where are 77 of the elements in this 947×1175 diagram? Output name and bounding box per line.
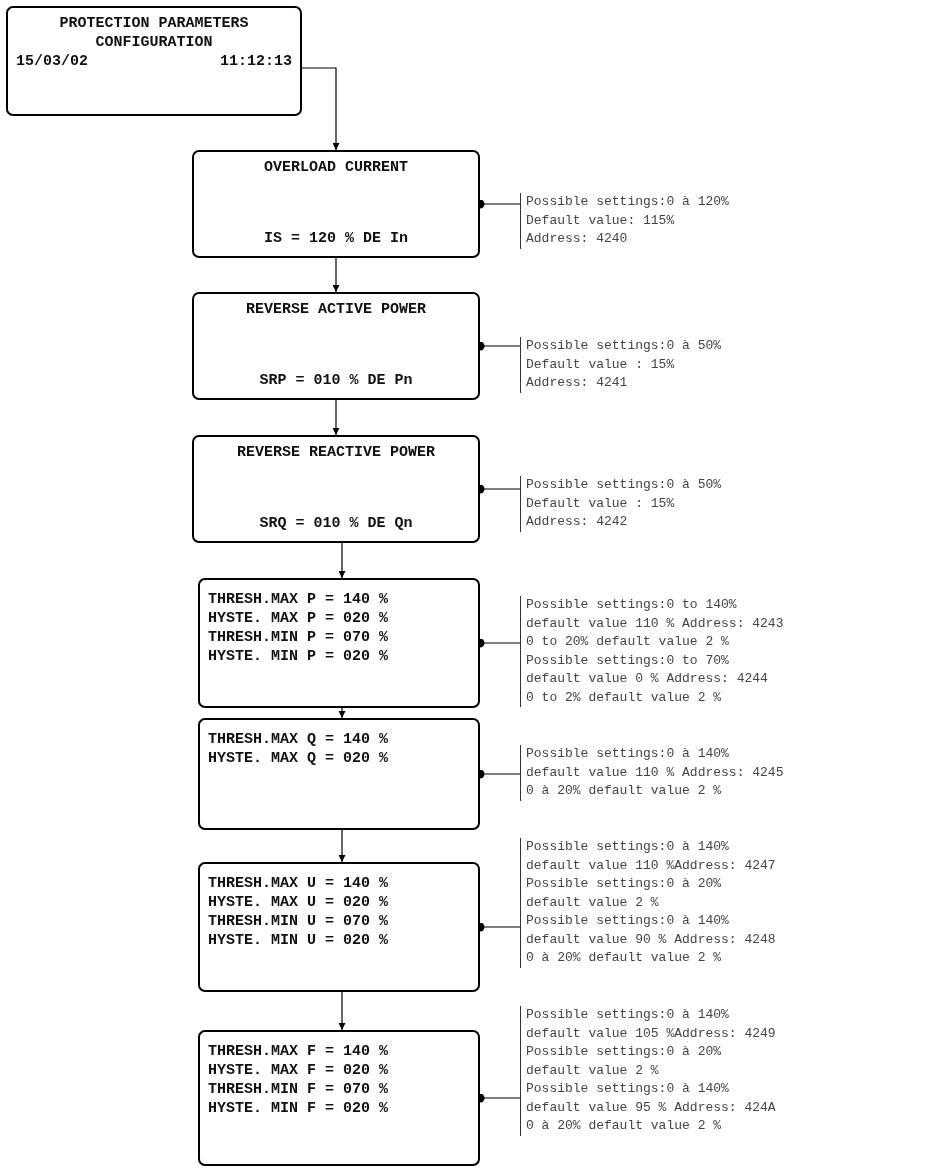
- annotation-text: Possible settings:0 à 140%: [526, 912, 730, 930]
- annotation-text: Address: 4242: [526, 513, 629, 531]
- arrow: [338, 829, 346, 863]
- annotation-text: Default value: 115%: [526, 211, 676, 230]
- annotation-text: Possible settings:0 à 140%: [526, 1080, 730, 1098]
- screen-text: REVERSE ACTIVE POWER: [245, 300, 427, 319]
- annotation-text: Possible settings:0 à 50%: [526, 337, 722, 355]
- annotation-text: Address: 4240: [526, 230, 629, 248]
- annotation-bracket: [520, 337, 722, 393]
- screen-text: HYSTE. MAX U = 020 %: [208, 893, 390, 912]
- annotation-text: Possible settings:0 à 140%: [526, 1006, 730, 1024]
- annotation-text: 0 à 20% default value 2 %: [526, 782, 723, 800]
- screen-text: IS = 120 % DE In: [263, 229, 409, 248]
- screen-text: HYSTE. MIN U = 020 %: [208, 931, 390, 950]
- annotation-bracket: [520, 596, 784, 707]
- screen-text: THRESH.MIN P = 070 %: [208, 628, 390, 647]
- annotation-text: Possible settings:0 à 140%: [526, 745, 730, 763]
- annotation-text: Possible settings:0 à 140%: [526, 838, 730, 856]
- annotation-text: default value 110 % Address: 4245: [526, 763, 784, 782]
- annotation-text: default value 2 %: [526, 1061, 660, 1080]
- screen-text: THRESH.MAX F = 140 %: [208, 1042, 390, 1061]
- annotation-bracket: [520, 476, 722, 532]
- annotation-text: Possible settings:0 à 20%: [526, 1043, 723, 1061]
- screen-text: OVERLOAD CURRENT: [263, 158, 409, 177]
- arrow: [338, 707, 346, 719]
- annotation-text: Address: 4241: [526, 374, 629, 392]
- screen-text: SRQ = 010 % DE Qn: [258, 514, 414, 533]
- screen-text: 11:12:13: [220, 52, 292, 71]
- screen-text: THRESH.MIN U = 070 %: [208, 912, 390, 931]
- display-screen-box: [198, 718, 480, 830]
- annotation-text: 0 à 20% default value 2 %: [526, 949, 723, 967]
- screen-text: HYSTE. MAX Q = 020 %: [208, 749, 390, 768]
- screen-text: THRESH.MIN F = 070 %: [208, 1080, 390, 1099]
- display-screen-box: [6, 6, 302, 116]
- arrow: [338, 542, 346, 579]
- screen-text: 15/03/02: [16, 52, 88, 71]
- annotation-text: 0 à 20% default value 2 %: [526, 1117, 723, 1135]
- screen-text: HYSTE. MAX P = 020 %: [208, 609, 390, 628]
- screen-text: THRESH.MAX P = 140 %: [208, 590, 390, 609]
- annotation-text: default value 110 %Address: 4247: [526, 856, 776, 875]
- display-screen-box: [192, 150, 480, 258]
- display-screen-box: [198, 862, 480, 992]
- arrow: [301, 67, 340, 151]
- annotation-text: Default value : 15%: [526, 355, 676, 374]
- screen-text: THRESH.MAX Q = 140 %: [208, 730, 390, 749]
- arrow: [338, 991, 346, 1031]
- annotation-bracket: [520, 1006, 776, 1136]
- annotation-text: Possible settings:0 à 50%: [526, 476, 722, 494]
- screen-text: PROTECTION PARAMETERS CONFIGURATION: [58, 14, 250, 52]
- annotation-text: default value 95 % Address: 424A: [526, 1098, 776, 1117]
- annotation-text: Possible settings:0 à 120%: [526, 193, 729, 211]
- display-screen-box: [192, 292, 480, 400]
- screen-text: HYSTE. MIN P = 020 %: [208, 647, 390, 666]
- display-screen-box: [192, 435, 480, 543]
- annotation-text: default value 90 % Address: 4248: [526, 930, 776, 949]
- annotation-text: default value 0 % Address: 4244: [526, 670, 769, 688]
- annotation-text: 0 to 2% default value 2 %: [526, 688, 723, 707]
- annotation-bracket: [520, 838, 776, 968]
- annotation-bracket: [520, 745, 784, 801]
- screen-text: SRP = 010 % DE Pn: [258, 371, 414, 390]
- arrow: [332, 257, 340, 293]
- display-screen-box: [198, 578, 480, 708]
- annotation-text: default value 2 %: [526, 893, 660, 912]
- arrow: [332, 399, 340, 436]
- annotation-text: default value 110 % Address: 4243: [526, 614, 784, 633]
- annotation-text: Default value : 15%: [526, 494, 676, 513]
- annotation-text: Possible settings:0 à 20%: [526, 875, 723, 893]
- annotation-text: 0 to 20% default value 2 %: [526, 633, 730, 651]
- screen-text: REVERSE REACTIVE POWER: [235, 443, 436, 462]
- display-screen-box: [198, 1030, 480, 1166]
- screen-text: HYSTE. MIN F = 020 %: [208, 1099, 390, 1118]
- annotation-text: Possible settings:0 to 140%: [526, 596, 738, 614]
- screen-text: THRESH.MAX U = 140 %: [208, 874, 390, 893]
- annotation-bracket: [520, 193, 729, 249]
- annotation-text: default value 105 %Address: 4249: [526, 1024, 776, 1043]
- annotation-text: Possible settings:0 to 70%: [526, 651, 730, 670]
- screen-text: HYSTE. MAX F = 020 %: [208, 1061, 390, 1080]
